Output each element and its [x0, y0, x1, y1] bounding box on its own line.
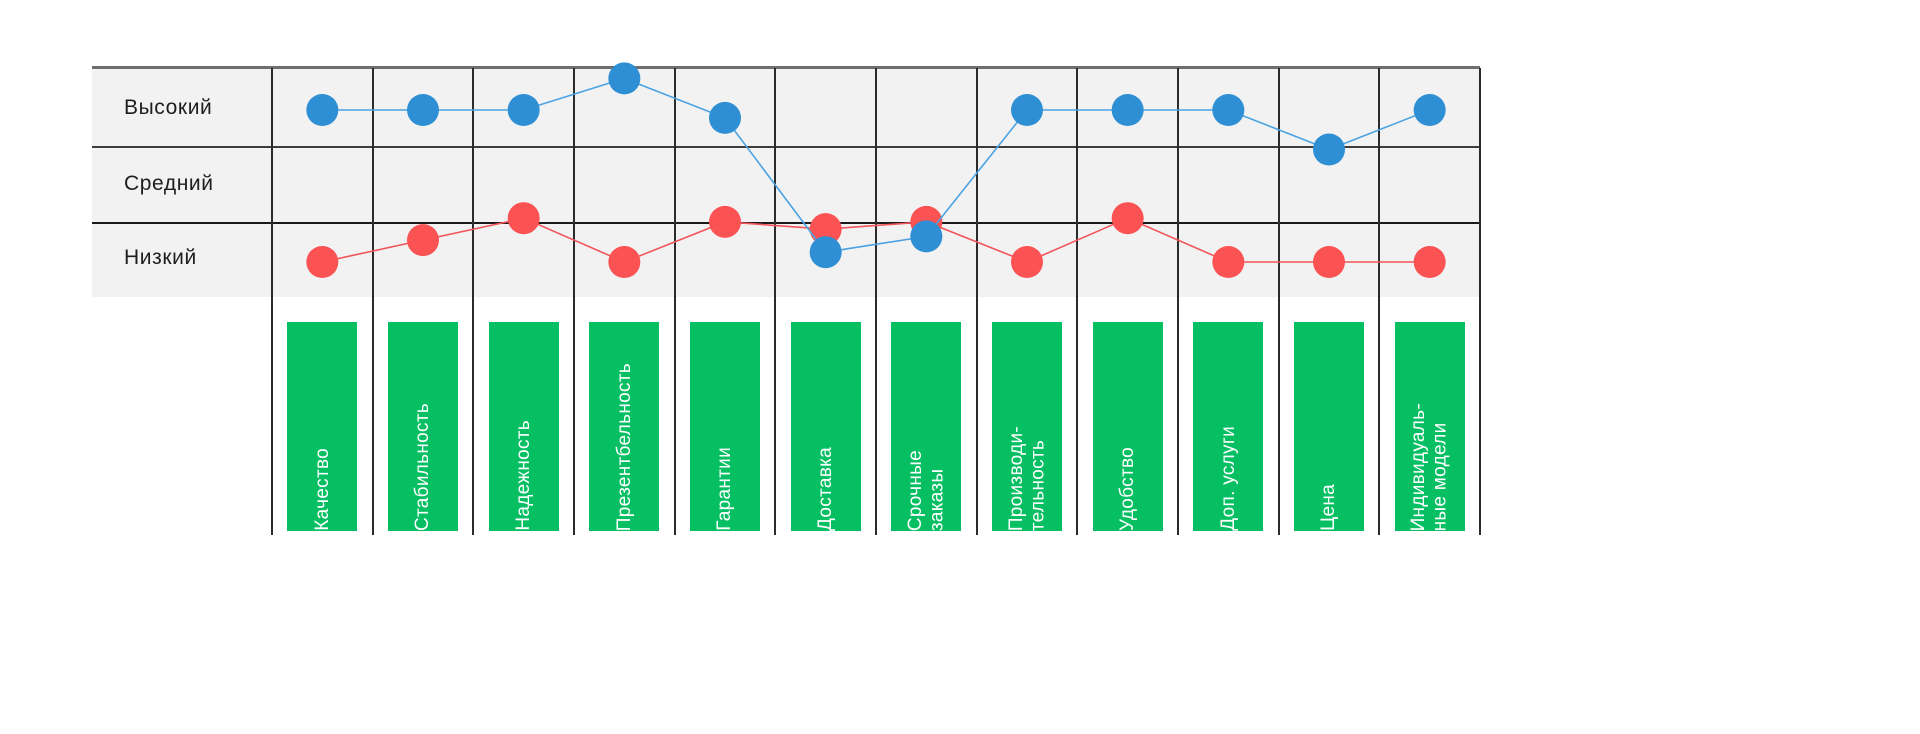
row-band-medium — [92, 147, 1480, 223]
column-divider — [472, 68, 475, 535]
category-bar[interactable]: Доставка — [790, 322, 861, 531]
row-label-medium: Средний — [124, 172, 214, 195]
column-divider — [774, 68, 777, 535]
category-bar[interactable]: Производи- тельность — [992, 322, 1062, 531]
category-bar-label: Гарантии — [714, 447, 736, 531]
row-label-high: Высокий — [124, 96, 213, 119]
category-bar-label: Цена — [1318, 484, 1340, 531]
column-divider — [1378, 68, 1381, 535]
grid-line-high-medium — [92, 146, 1480, 148]
category-bar[interactable]: Цена — [1294, 322, 1364, 531]
column-divider — [1277, 68, 1280, 535]
category-bar[interactable]: Стабильность — [388, 322, 458, 531]
column-divider — [1479, 68, 1481, 535]
row-band-low — [92, 223, 1480, 297]
column-divider — [271, 68, 273, 535]
category-bar[interactable]: Надежность — [488, 322, 559, 531]
category-bar-label: Стабильность — [412, 402, 434, 531]
category-bar[interactable]: Презентбельность — [589, 322, 660, 531]
column-divider — [975, 68, 978, 535]
category-bar[interactable]: Гарантии — [690, 322, 760, 531]
category-bar-label: Срочные заказы — [905, 449, 948, 531]
category-bar-label: Качество — [311, 448, 333, 531]
category-bar-label: Доставка — [815, 447, 837, 531]
category-bar-label: Удобство — [1117, 447, 1139, 531]
category-bar[interactable]: Индивидуаль- ные модели — [1394, 322, 1465, 531]
column-divider — [673, 68, 676, 535]
category-bar-label: Индивидуаль- ные модели — [1408, 402, 1451, 531]
row-band-high — [92, 68, 1480, 147]
matrix-grid: Высокий Средний Низкий — [92, 66, 1480, 297]
grid-line-medium-low — [92, 222, 1480, 224]
category-bar-label: Надежность — [513, 420, 535, 531]
column-divider — [875, 68, 877, 535]
category-bar[interactable]: Доп. услуги — [1193, 322, 1264, 531]
grid-line-top — [92, 66, 1480, 69]
category-bar-label: Доп. услуги — [1217, 426, 1239, 531]
row-label-low: Низкий — [124, 246, 197, 269]
column-divider — [371, 68, 374, 535]
category-bar[interactable]: Удобство — [1092, 322, 1163, 531]
category-bar[interactable]: Качество — [287, 322, 358, 531]
category-bar-label: Презентбельность — [613, 362, 635, 531]
column-divider — [573, 68, 575, 535]
column-divider — [1177, 68, 1179, 535]
category-bar-label: Производи- тельность — [1005, 425, 1048, 531]
category-bar[interactable]: Срочные заказы — [891, 322, 962, 531]
column-divider — [1076, 68, 1079, 535]
